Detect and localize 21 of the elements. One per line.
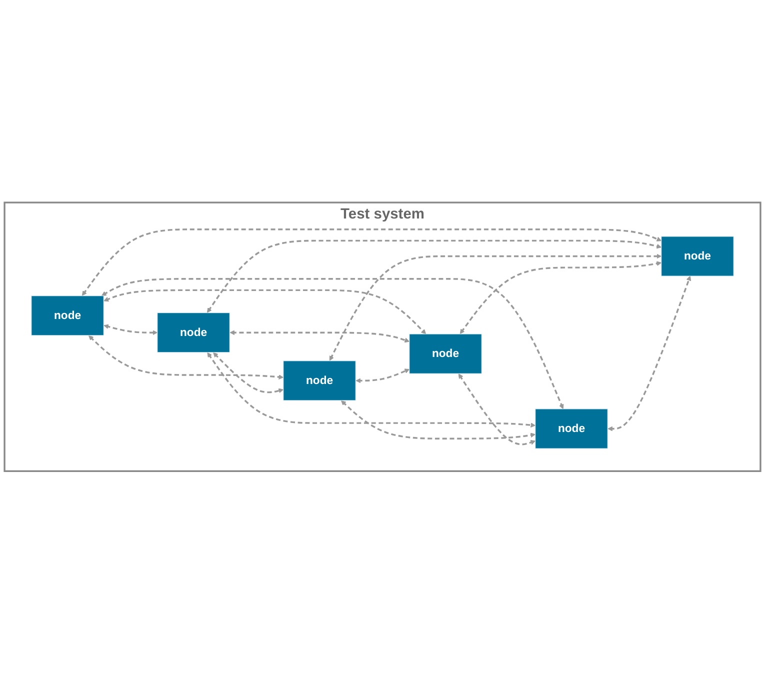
arrow: [329, 254, 662, 362]
arrow: [88, 336, 284, 380]
arrow: [104, 289, 426, 334]
arrow: [230, 330, 410, 343]
arrow: [207, 352, 536, 428]
node-box: node: [409, 334, 482, 374]
arrow: [340, 400, 536, 440]
arrow: [82, 228, 662, 296]
arrow: [101, 278, 564, 410]
node-box: node: [661, 236, 734, 276]
arrow: [206, 240, 662, 313]
arrow: [460, 261, 662, 334]
arrow: [356, 368, 410, 384]
arrow: [608, 276, 692, 432]
arrow: [458, 374, 536, 446]
node-box: node: [283, 360, 356, 401]
node-box: node: [157, 312, 230, 353]
node-box: node: [31, 296, 104, 336]
arrow: [104, 324, 158, 336]
node-box: node: [535, 408, 608, 449]
arrow: [213, 352, 284, 394]
